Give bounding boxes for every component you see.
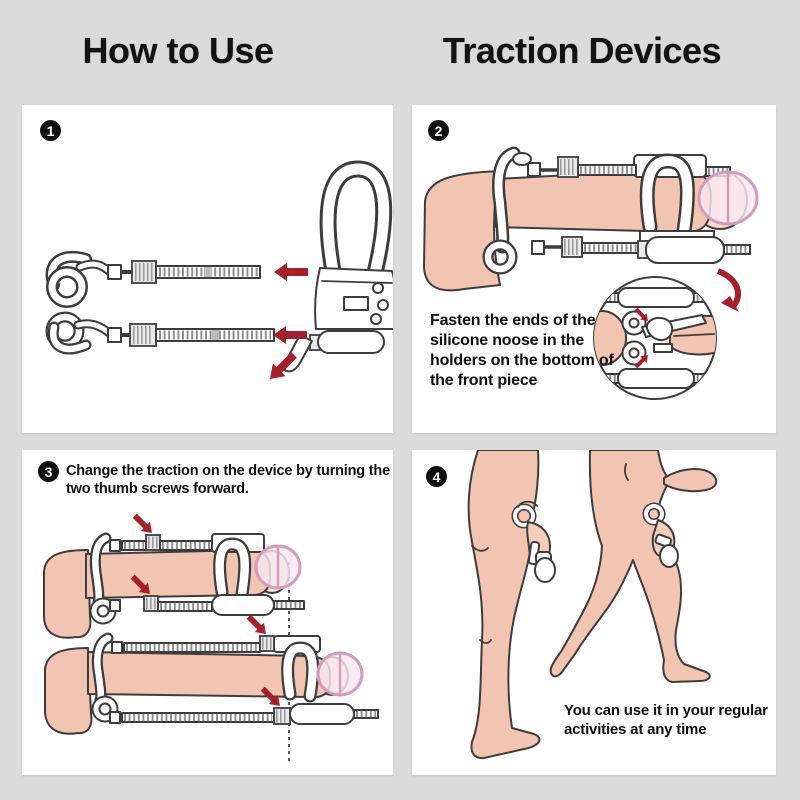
top-rod-drawing xyxy=(107,260,261,284)
page-title-right: Traction Devices xyxy=(442,30,722,71)
standing-figure-drawing xyxy=(467,450,556,760)
panel-step-4: 4 xyxy=(412,450,776,775)
device-worn-illustration xyxy=(423,146,759,400)
body-drawing xyxy=(423,167,748,292)
direction-arrows xyxy=(263,263,308,386)
panel-step-1: 1 xyxy=(22,105,393,433)
step-3-caption: Change the traction on the device by tur… xyxy=(66,463,390,498)
worn-device-standing xyxy=(511,500,556,583)
rotate-arrow xyxy=(716,268,741,312)
step-4-badge: 4 xyxy=(426,466,447,487)
front-piece-drawing xyxy=(45,250,117,355)
step-3-badge: 3 xyxy=(38,461,59,482)
silicone-noose-drawing xyxy=(639,153,695,239)
worn-device-walking xyxy=(642,502,679,568)
step-4-caption: You can use it in your regular activitie… xyxy=(564,702,768,738)
top-rod-worn-drawing xyxy=(527,154,731,178)
base-and-noose-drawing xyxy=(282,160,393,373)
front-piece-worn-drawing xyxy=(482,146,532,275)
step-2-caption: Fasten the ends of the silicone noose in… xyxy=(430,312,614,389)
step-1-badge: 1 xyxy=(40,120,61,141)
page-title-left: How to Use xyxy=(82,30,274,71)
daily-use-illustration xyxy=(467,450,718,760)
device-overview-illustration xyxy=(45,160,393,386)
device-extended-drawing xyxy=(44,612,379,735)
censor-mark xyxy=(697,170,759,226)
swinging-arm-drawing xyxy=(663,468,718,493)
device-short-drawing xyxy=(43,511,305,639)
step-2-badge: 2 xyxy=(428,120,449,141)
panel-step-2: 2 xyxy=(412,105,776,433)
bottom-rod-worn-drawing xyxy=(531,230,751,264)
bottom-rod-drawing xyxy=(107,323,275,347)
walking-figure-drawing xyxy=(549,450,718,683)
traction-adjust-illustration xyxy=(43,511,379,764)
panel-step-3: 3 Change the traction on the device by t… xyxy=(22,450,393,775)
